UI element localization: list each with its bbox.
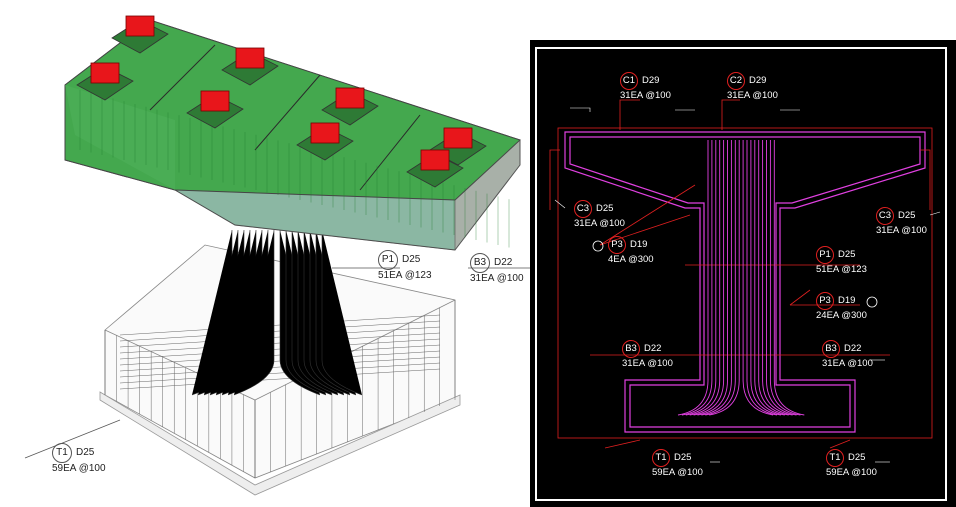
cad-marker-circles [592,240,878,308]
tag-circle: P3 [608,236,626,254]
bar-size: D22 [844,343,862,354]
bar-size: D25 [596,203,614,214]
bar-size: D29 [642,75,660,86]
tag-circle: T1 [652,449,670,467]
cap-rebar-texture [79,90,510,248]
iso-label-b3: B3 D22 31EA @100 [470,253,524,284]
bar-spec: 51EA @123 [378,270,432,281]
bar-size: D25 [898,210,916,221]
iso-label-p1: P1 D25 51EA @123 [378,250,432,281]
bar-size: D25 [76,447,95,458]
bar-size: D19 [838,295,856,306]
bar-size: D22 [494,257,513,268]
tag-circle: C2 [727,72,745,90]
bar-spec: 31EA @100 [470,273,524,284]
bar-spec: 31EA @100 [620,90,671,101]
bar-size: D19 [630,239,648,250]
bar-spec: 31EA @100 [622,358,673,369]
pier-cap [64,19,521,251]
bar-spec: 31EA @100 [876,225,927,236]
bar-spec: 51EA @123 [816,264,867,275]
column-rebar [191,230,363,396]
cad-label-p3-left: P3 D19 4EA @300 [608,236,654,265]
tag-circle: B3 [822,340,840,358]
bar-spec: 31EA @100 [822,358,873,369]
isometric-rebar-view [24,15,530,496]
cad-column-bars [677,140,805,416]
cad-section-drawing [530,40,956,507]
tag-circle: T1 [826,449,844,467]
tag-circle: P1 [378,250,398,270]
cad-label-p3-right: P3 D19 24EA @300 [816,292,867,321]
tag-circle: T1 [52,443,72,463]
cad-white-ticks [554,107,941,463]
bar-size: D25 [402,254,421,265]
cad-label-b3-right: B3 D22 31EA @100 [822,340,873,369]
tag-circle: C3 [574,200,592,218]
tag-circle: B3 [470,253,490,273]
bar-spec: 4EA @300 [608,254,654,265]
bearing-pads [76,15,487,188]
cad-label-p1: P1 D25 51EA @123 [816,246,867,275]
tag-circle: P1 [816,246,834,264]
bar-size: D29 [749,75,767,86]
cad-frame [535,47,947,501]
tag-circle: C3 [876,207,894,225]
bar-spec: 59EA @100 [652,467,703,478]
bar-size: D25 [848,452,866,463]
tag-circle: B3 [622,340,640,358]
bar-size: D22 [644,343,662,354]
bar-size: D25 [838,249,856,260]
bar-spec: 24EA @300 [816,310,867,321]
cad-dimensions [549,99,933,449]
bar-spec: 31EA @100 [574,218,625,229]
bar-spec: 59EA @100 [826,467,877,478]
cad-label-c3-right: C3 D25 31EA @100 [876,207,927,236]
cad-outline [564,131,926,433]
cad-label-t1-left: T1 D25 59EA @100 [652,449,703,478]
tag-circle: P3 [816,292,834,310]
iso-label-t1: T1 D25 59EA @100 [52,443,106,474]
bar-spec: 31EA @100 [727,90,778,101]
cad-label-b3-left: B3 D22 31EA @100 [622,340,673,369]
cad-label-c1: C1 D29 31EA @100 [620,72,671,101]
cad-label-t1-right: T1 D25 59EA @100 [826,449,877,478]
cad-label-c3-left: C3 D25 31EA @100 [574,200,625,229]
bar-size: D25 [674,452,692,463]
cad-label-c2: C2 D29 31EA @100 [727,72,778,101]
tag-circle: C1 [620,72,638,90]
bar-spec: 59EA @100 [52,463,106,474]
